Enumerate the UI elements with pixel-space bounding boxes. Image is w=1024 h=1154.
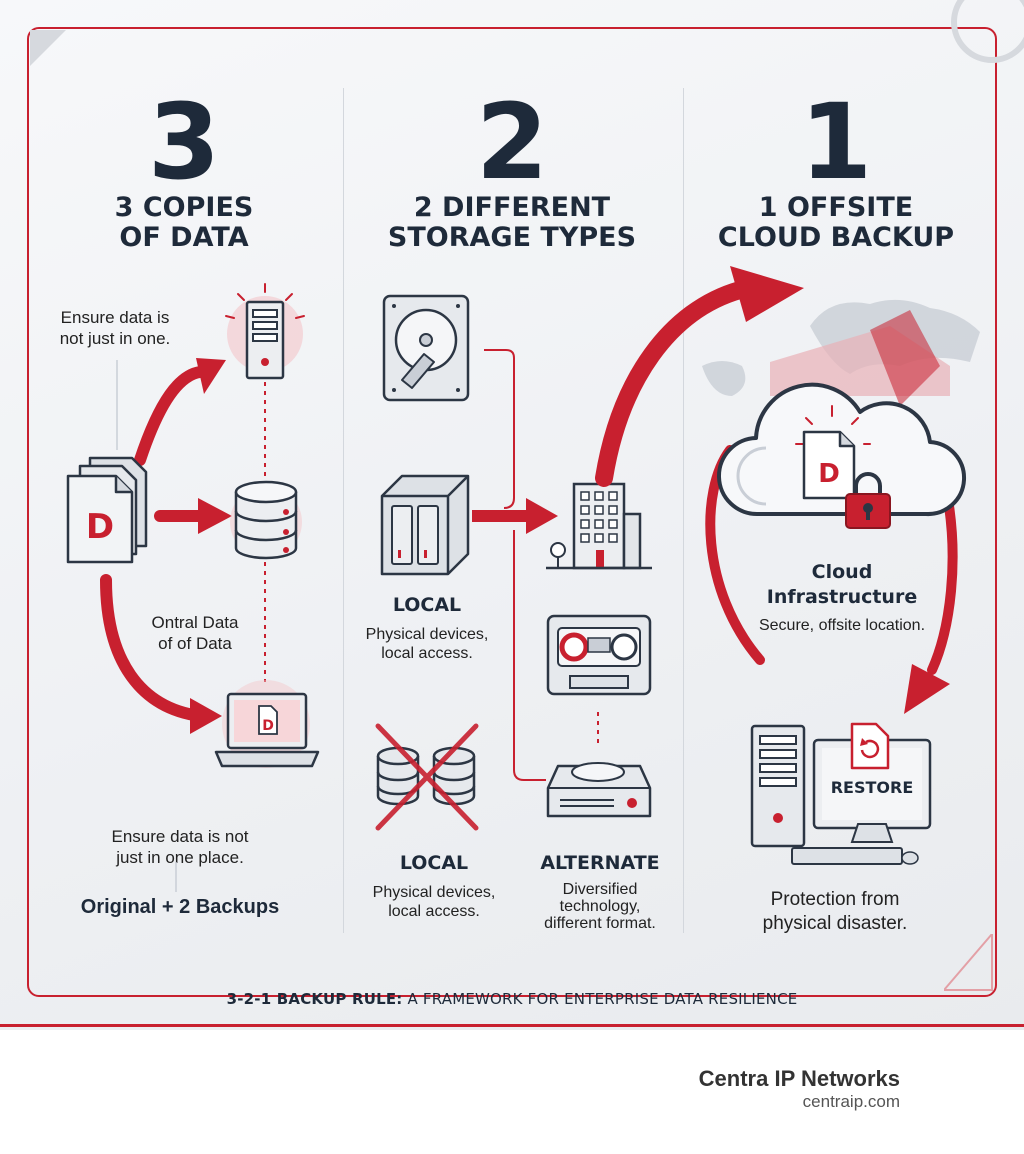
document-stack-icon: D — [66, 456, 148, 564]
hard-drive-icon — [382, 294, 470, 402]
column-title-line: 1 OFFSITE — [758, 192, 914, 223]
note-line: of of Data — [158, 634, 232, 653]
building-icon — [546, 482, 652, 570]
note-top: Ensure data is not just in one. — [40, 307, 190, 349]
column-title-line: 2 DIFFERENT — [413, 192, 611, 223]
database-crossed-icon — [375, 723, 479, 831]
column-title: 3 COPIES OF DATA — [24, 193, 344, 253]
alternate-label: ALTERNATE — [540, 852, 660, 874]
note-line: Ontral Data — [151, 613, 239, 632]
protection-text: Protection from physical disaster. — [730, 888, 940, 936]
description-line: different format. — [544, 915, 656, 932]
protection-line: Protection from — [770, 889, 900, 910]
cloud-description: Secure, offsite location. — [758, 617, 926, 634]
description-line: Physical devices, — [372, 884, 496, 901]
note-bottom: Ensure data is not just in one place. — [80, 826, 280, 868]
description-line: local access. — [388, 903, 480, 920]
lock-icon — [845, 472, 891, 529]
column-title: 1 OFFSITE CLOUD BACKUP — [676, 193, 996, 253]
infographic: 3 3 COPIES OF DATA Ensure data is not ju… — [0, 0, 1024, 1030]
document-logo-letter: D — [262, 718, 274, 734]
label-line: Cloud — [811, 561, 873, 583]
note-line: Ensure data is — [60, 308, 170, 327]
corner-decoration — [30, 30, 66, 66]
footer-caption: 3-2-1 BACKUP RULE: A FRAMEWORK FOR ENTER… — [0, 990, 1024, 1008]
column-number: 2 — [475, 81, 549, 203]
brand-url: centraip.com — [802, 1092, 900, 1111]
footer-caption-bold: 3-2-1 BACKUP RULE: — [226, 990, 403, 1008]
nas-icon — [380, 474, 470, 576]
restore-label: RESTORE — [830, 778, 914, 797]
corner-decoration — [951, 0, 1024, 63]
column-title-line: 3 COPIES — [114, 192, 254, 223]
description-line: Diversified — [562, 881, 638, 898]
restore-document-icon — [850, 722, 890, 770]
note-line: not just in one. — [59, 329, 171, 348]
local-label: LOCAL — [392, 594, 462, 616]
tape-drive-icon — [546, 614, 652, 696]
world-map-icon — [702, 299, 980, 406]
description-line: technology, — [559, 898, 641, 915]
note-line: just in one place. — [116, 848, 244, 867]
cloud-document-icon: D — [802, 430, 856, 500]
server-tower-icon — [225, 283, 305, 380]
local-label: LOCAL — [399, 852, 469, 874]
footer-caption-rest: A FRAMEWORK FOR ENTERPRISE DATA RESILIEN… — [402, 990, 798, 1008]
cloud-infrastructure-label: Cloud Infrastructure — [742, 560, 942, 610]
desktop-computer-icon — [750, 724, 932, 865]
database-icon — [230, 480, 302, 560]
corner-decoration — [944, 934, 993, 991]
offsite-flow-arrows — [595, 266, 958, 714]
column-divider — [343, 88, 344, 933]
storage-connector-lines — [472, 349, 599, 781]
infographic-bottom-rule — [0, 1024, 1024, 1027]
document-logo-letter: D — [818, 459, 840, 489]
copies-summary: Original + 2 Backups — [80, 896, 280, 918]
note-line: Ensure data is not — [111, 827, 249, 846]
copy-flow-arrows — [100, 358, 266, 892]
column-divider — [683, 88, 684, 933]
note-mid: Ontral Data of of Data — [125, 612, 265, 654]
description-line: Physical devices, — [365, 626, 489, 643]
label-line: Infrastructure — [766, 586, 918, 608]
infographic-frame — [27, 27, 997, 997]
local-description: Physical devices, local access. — [354, 883, 514, 921]
brand-name: Centra IP Networks — [698, 1066, 900, 1091]
column-title-line: OF DATA — [119, 222, 249, 253]
column-title-line: STORAGE TYPES — [387, 222, 637, 253]
laptop-icon: D — [214, 680, 320, 768]
column-number: 3 — [147, 81, 221, 203]
column-number: 1 — [799, 81, 873, 203]
column-title: 2 DIFFERENT STORAGE TYPES — [352, 193, 672, 253]
disk-drive-icon — [546, 762, 652, 818]
alternate-description: Diversified technology, different format… — [520, 881, 680, 932]
column-title-line: CLOUD BACKUP — [717, 222, 955, 253]
local-description: Physical devices, local access. — [347, 625, 507, 663]
description-line: local access. — [381, 645, 473, 662]
document-logo-letter: D — [86, 507, 114, 547]
protection-line: physical disaster. — [762, 913, 908, 934]
